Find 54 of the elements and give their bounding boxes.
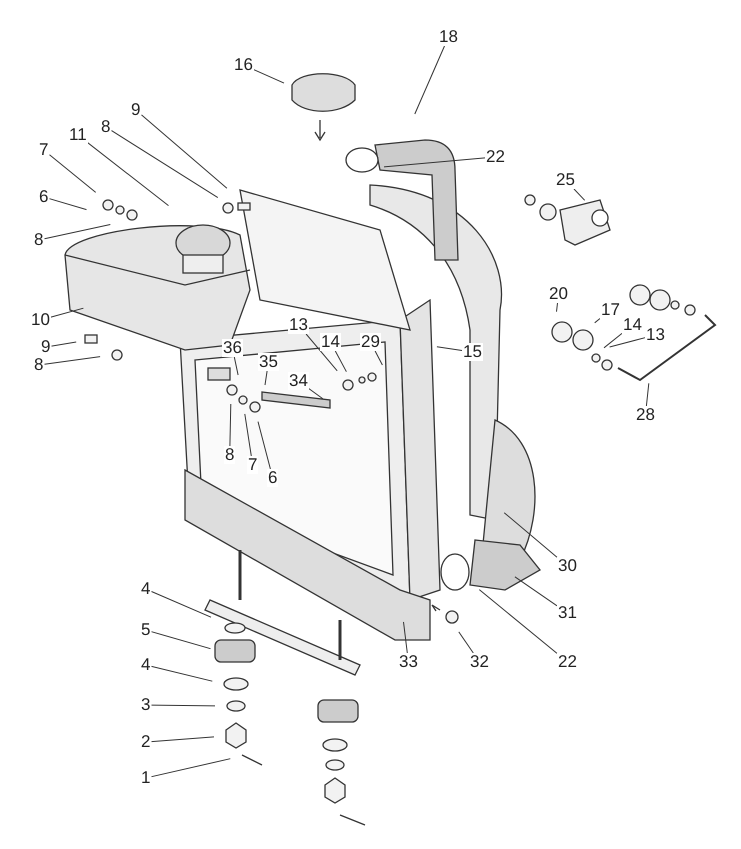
callout-number: 36	[222, 339, 243, 357]
leader-line	[229, 404, 232, 446]
leader-line	[151, 704, 216, 706]
leader-line	[609, 337, 646, 348]
leader-line	[574, 188, 586, 201]
leader-line	[514, 576, 558, 606]
callout-number: 17	[600, 301, 621, 319]
leader-line	[151, 666, 213, 682]
callout-number: 6	[267, 469, 278, 487]
callout-number: 8	[224, 446, 236, 464]
leader-line	[374, 350, 383, 366]
leader-line	[253, 69, 284, 84]
leader-line	[51, 342, 77, 347]
leader-line	[151, 591, 212, 618]
callout-number: 18	[438, 28, 459, 46]
leader-line	[478, 589, 558, 654]
leader-line	[306, 334, 338, 372]
leader-line	[141, 114, 228, 189]
leader-line	[308, 388, 324, 400]
leader-line	[646, 382, 650, 406]
leader-line	[244, 413, 252, 456]
leader-line	[87, 142, 169, 206]
leader-line	[151, 758, 231, 778]
callout-number: 14	[320, 333, 341, 351]
leader-line	[403, 621, 408, 654]
leader-line	[604, 332, 622, 348]
leader-line	[594, 318, 600, 324]
callout-number: 35	[258, 353, 279, 371]
callout-number: 29	[360, 333, 381, 351]
leader-line	[151, 736, 214, 742]
leader-line	[49, 154, 96, 193]
leader-line	[458, 631, 474, 654]
callout-number: 14	[622, 316, 643, 334]
leader-line	[436, 346, 462, 351]
leader-line	[258, 421, 271, 470]
leader-line	[49, 198, 87, 210]
callout-number: 11	[68, 126, 88, 144]
leader-line	[44, 356, 101, 365]
callout-number: 15	[462, 343, 483, 361]
leader-line	[556, 302, 558, 312]
leader-line	[234, 356, 239, 376]
leader-line	[151, 631, 211, 650]
callout-number: 7	[247, 456, 258, 474]
leader-line	[334, 350, 347, 372]
callout-number: 34	[288, 372, 309, 390]
callout-number: 13	[288, 316, 309, 334]
leader-line	[384, 157, 486, 168]
leader-line	[264, 370, 268, 386]
leader-line	[50, 308, 84, 318]
leader-line	[414, 46, 445, 114]
leader-line	[44, 224, 111, 240]
leader-line	[504, 512, 558, 558]
callout-number: 25	[555, 171, 576, 189]
leader-line	[111, 130, 218, 198]
